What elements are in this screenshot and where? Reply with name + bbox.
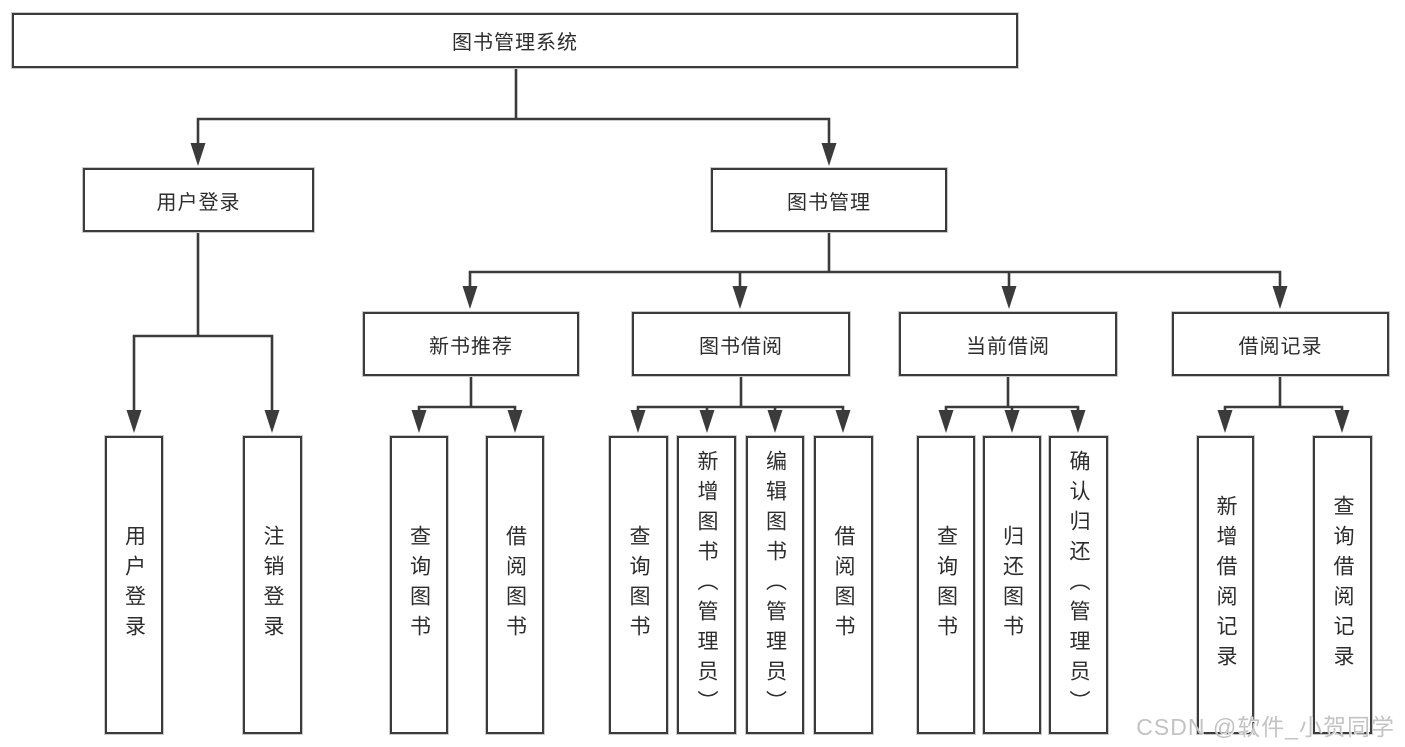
node-book-borrowing: 图书借阅 — [631, 311, 851, 377]
leaf-query-borrow-record: 查询借阅记录 — [1312, 435, 1373, 735]
leaf-query-books-recommend: 查询图书 — [389, 435, 449, 735]
leaf-query-books-current: 查询图书 — [916, 435, 976, 735]
leaf-logout: 注销登录 — [242, 435, 303, 735]
node-new-book-recommend: 新书推荐 — [362, 311, 580, 377]
watermark: CSDN @软件_小贺同学 — [1136, 714, 1395, 740]
leaf-query-books-borrowing: 查询图书 — [608, 435, 669, 735]
node-root: 图书管理系统 — [11, 12, 1019, 69]
leaf-user-login: 用户登录 — [104, 435, 164, 735]
leaf-borrow-books-recommend: 借阅图书 — [485, 435, 545, 735]
leaf-add-books-admin: 新增图书（管理员） — [676, 435, 737, 735]
node-current-borrowing: 当前借阅 — [898, 311, 1118, 377]
node-borrow-records: 借阅记录 — [1171, 311, 1390, 377]
node-user-login: 用户登录 — [82, 167, 315, 233]
leaf-borrow-books-borrowing: 借阅图书 — [813, 435, 874, 735]
leaf-edit-books-admin: 编辑图书（管理员） — [745, 435, 805, 735]
node-book-management: 图书管理 — [710, 167, 948, 233]
leaf-confirm-return-admin: 确认归还（管理员） — [1048, 435, 1109, 735]
leaf-add-borrow-record: 新增借阅记录 — [1196, 435, 1255, 735]
leaf-return-books: 归还图书 — [982, 435, 1042, 735]
